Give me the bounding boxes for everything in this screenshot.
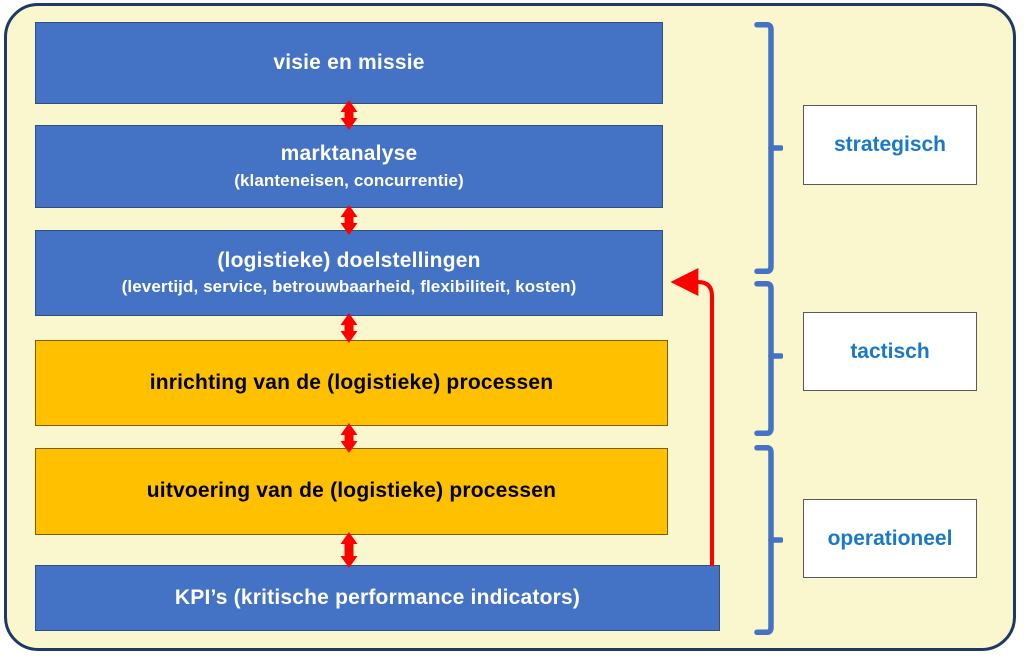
process-box-logistieke-doelstellingen[interactable]: (logistieke) doelstellingen (levertijd, … <box>35 230 663 316</box>
level-label-operationeel[interactable]: operationeel <box>803 499 977 578</box>
double-arrow-icon <box>336 313 362 343</box>
brace-tactisch <box>753 281 783 436</box>
box-title: visie en missie <box>273 50 425 74</box>
box-subtitle: (klanteneisen, concurrentie) <box>234 170 464 190</box>
process-box-marktanalyse[interactable]: marktanalyse (klanteneisen, concurrentie… <box>35 125 663 208</box>
brace-operationeel <box>753 445 783 635</box>
brace-strategisch <box>753 22 783 274</box>
box-title: inrichting van de (logistieke) processen <box>149 370 554 394</box>
process-box-inrichting-processen[interactable]: inrichting van de (logistieke) processen <box>35 340 668 426</box>
double-arrow-icon <box>336 100 362 130</box>
level-label-text: operationeel <box>827 526 953 550</box>
level-label-text: strategisch <box>833 133 947 156</box>
box-title: marktanalyse <box>280 142 418 166</box>
process-box-kpis[interactable]: KPI’s (kritische performance indicators) <box>35 565 720 631</box>
level-label-tactisch[interactable]: tactisch <box>803 312 977 391</box>
level-label-text: tactisch <box>850 339 930 363</box>
box-title: uitvoering van de (logistieke) processen <box>146 479 557 503</box>
process-box-uitvoering-processen[interactable]: uitvoering van de (logistieke) processen <box>35 448 668 535</box>
box-title: KPI’s (kritische performance indicators) <box>174 585 581 609</box>
box-title: (logistieke) doelstellingen <box>217 248 481 272</box>
double-arrow-icon <box>336 423 362 453</box>
process-box-visie-en-missie[interactable]: visie en missie <box>35 22 663 104</box>
box-subtitle: (levertijd, service, betrouwbaarheid, fl… <box>121 277 577 297</box>
double-arrow-icon <box>336 532 362 568</box>
double-arrow-icon <box>336 205 362 235</box>
level-label-strategisch[interactable]: strategisch <box>803 105 977 185</box>
